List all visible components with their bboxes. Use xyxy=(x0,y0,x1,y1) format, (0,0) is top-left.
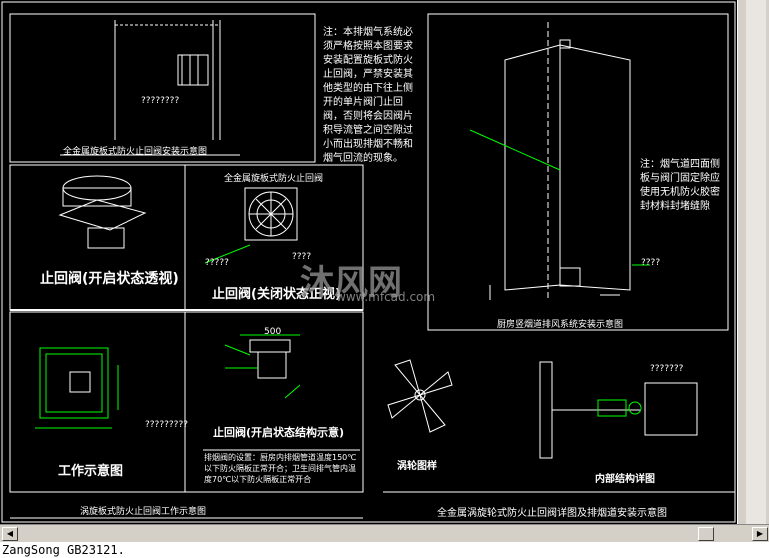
label-placeholder: ???????? xyxy=(141,96,180,106)
panel-closed-header: 全金属旋板式防火止回阀 xyxy=(224,174,324,184)
drawing-svg xyxy=(1,1,736,523)
scroll-track[interactable] xyxy=(746,0,766,524)
turbine-fan xyxy=(387,359,453,433)
label-placeholder: ???? xyxy=(292,252,312,262)
top-note: 注：本排烟气系统必须严格按照本图要求安装配置旋板式防火止回阀，严禁安装其他类型的… xyxy=(323,27,413,164)
drawing-frame xyxy=(1,1,736,523)
top-caption: 全金属旋板式防火止回阀安装示意图 xyxy=(63,147,208,157)
panel-closed-view: 止回阀(关闭状态正视) xyxy=(212,287,341,302)
horizontal-scrollbar[interactable]: ◀ ▶ xyxy=(0,524,769,543)
label-placeholder: ????????? xyxy=(145,420,188,430)
right-note: 注：烟气道四面侧板与阀门固定除应使用无机防火胶密封材料封堵缝隙 xyxy=(640,159,720,212)
label-placeholder: ????? xyxy=(205,258,229,268)
top-left-panel xyxy=(9,13,316,163)
valve-side-view xyxy=(177,54,209,86)
leader-line xyxy=(469,129,561,171)
vertical-scrollbar[interactable] xyxy=(737,0,769,524)
work-diagram xyxy=(35,347,119,429)
open-view-panel xyxy=(9,164,186,311)
bottom-right-caption: 全金属涡旋轮式防火止回阀详图及排烟道安装示意图 xyxy=(437,508,667,519)
right-panel xyxy=(427,13,729,331)
scroll-left-icon[interactable]: ◀ xyxy=(2,527,18,541)
right-caption: 厨房竖烟道排风系统安装示意图 xyxy=(497,320,624,330)
closed-valve-front xyxy=(244,187,298,241)
cad-drawing-canvas[interactable]: 全金属旋板式防火止回阀安装示意图 注：本排烟气系统必须严格按照本图要求安装配置旋… xyxy=(0,0,737,524)
scroll-right-icon[interactable]: ▶ xyxy=(752,527,768,541)
panel-structure-view: 止回阀(开启状态结构示意) xyxy=(213,426,345,439)
structure-diagram xyxy=(224,334,301,399)
watermark-logo: 沐风网 xyxy=(300,263,402,303)
watermark-url: www.mfcad.com xyxy=(336,290,436,304)
panel-fan: 涡轮图样 xyxy=(397,461,437,472)
label-placeholder: ???? xyxy=(641,258,661,268)
label-placeholder: ??????? xyxy=(650,364,684,374)
inner-structure xyxy=(539,361,698,459)
panel-work: 工作示意图 xyxy=(58,464,124,479)
scroll-thumb[interactable] xyxy=(698,527,714,541)
dimension-500: 500 xyxy=(264,327,282,337)
command-line[interactable]: ZangSong GB23121. xyxy=(0,542,769,558)
panel-inner: 内部结构详图 xyxy=(595,474,655,485)
open-valve-perspective xyxy=(58,175,147,249)
panel-open-view: 止回阀(开启状态透视) xyxy=(40,271,179,287)
leader-line xyxy=(204,244,251,264)
chimney-shaft xyxy=(489,22,631,300)
bottom-left-caption: 涡旋板式防火止回阀工作示意图 xyxy=(80,507,207,517)
spec-note: 排烟阀的设置：厨房内排烟管道温度150℃以下防火隔板正常开合；卫生间排气管内温度… xyxy=(204,453,357,484)
